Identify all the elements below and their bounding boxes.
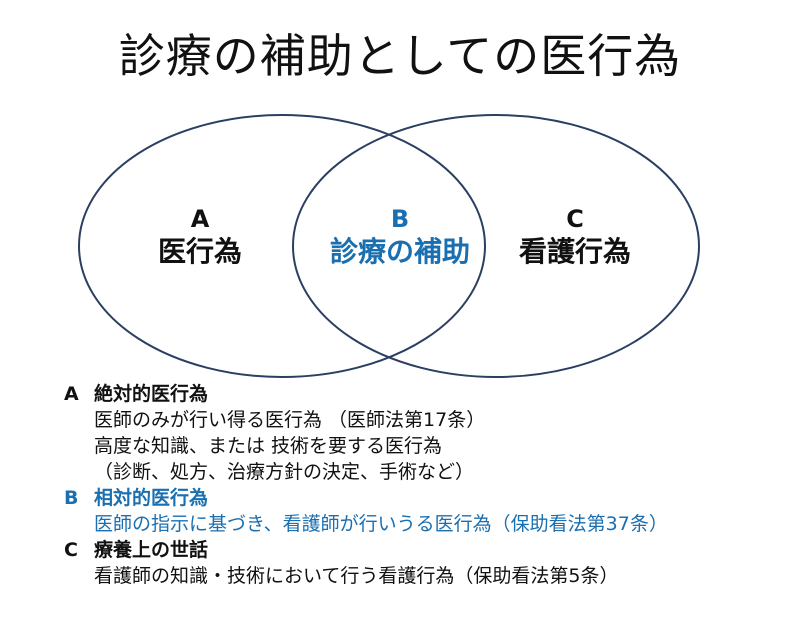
region-b-name: 診療の補助 [329,235,470,268]
region-c-label: C 看護行為 [495,204,655,269]
note-key: B [64,487,79,509]
note-heading-text: 絶対的医行為 [94,383,209,405]
region-a-letter: A [190,205,210,233]
note-a: A 絶対的医行為 医師のみが行い得る医行為 （医師法第17条） 高度な知識、または… [64,381,784,485]
note-line: 看護師の知識・技術において行う看護行為（保助看法第5条） [94,565,619,587]
note-line: 医師の指示に基づき、看護師が行いうる医行為（保助看法第37条） [94,513,668,535]
region-c-letter: C [566,205,584,233]
note-key: C [64,539,78,561]
circle-a [78,114,486,378]
note-c: C 療養上の世話 看護師の知識・技術において行う看護行為（保助看法第5条） [64,537,784,589]
note-line: 高度な知識、または 技術を要する医行為 [94,435,443,457]
note-heading-text: 療養上の世話 [94,539,209,561]
slide-title: 診療の補助としての医行為 [118,29,682,83]
note-heading-text: 相対的医行為 [94,487,209,509]
region-b-label: B 診療の補助 [300,204,500,269]
note-heading: B 相対的医行為 [64,485,784,511]
region-c-name: 看護行為 [518,235,631,268]
region-a-name: 医行為 [157,235,242,268]
note-b: B 相対的医行為 医師の指示に基づき、看護師が行いうる医行為（保助看法第37条） [64,485,784,537]
note-key: A [64,383,79,405]
note-heading: A 絶対的医行為 [64,381,784,407]
circle-c [292,114,700,378]
region-b-letter: B [390,205,410,233]
note-heading: C 療養上の世話 [64,537,784,563]
note-line: 医師のみが行い得る医行為 （医師法第17条） [94,409,486,431]
region-a-label: A 医行為 [120,204,280,269]
notes-list: A 絶対的医行為 医師のみが行い得る医行為 （医師法第17条） 高度な知識、または… [64,381,784,589]
note-line: （診断、処方、治療方針の決定、手術など） [94,461,475,483]
